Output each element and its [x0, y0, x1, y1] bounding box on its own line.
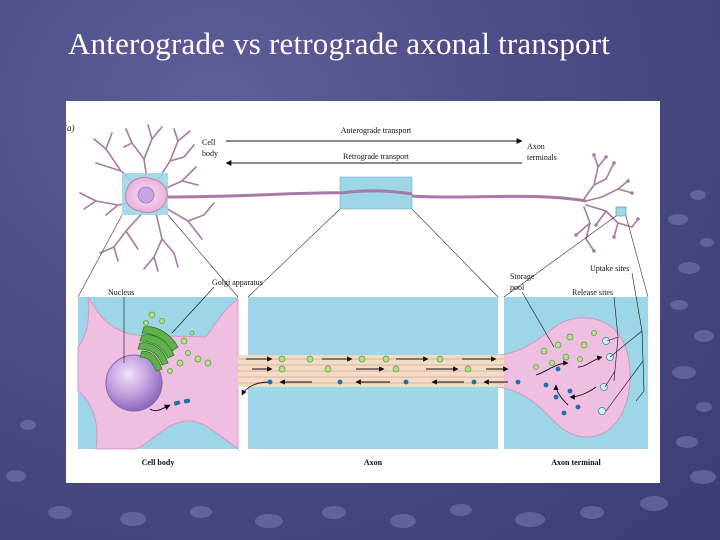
uptake-sites-callout: Uptake sites	[590, 264, 629, 273]
zoom-guide-lines	[77, 208, 649, 298]
dendrite-tips	[574, 153, 640, 253]
background-dot	[390, 514, 416, 528]
axonal-transport-figure: (a) Cell body Axon terminals Anterograde…	[66, 101, 660, 483]
nucleus-callout: Nucleus	[108, 288, 134, 297]
cell-body-panel: Cell body	[77, 296, 239, 467]
background-dot	[322, 506, 346, 519]
axon-terminal-panel: Axon terminal	[497, 297, 648, 467]
background-dot	[696, 402, 712, 412]
cell-body-label-line1: Cell	[202, 138, 216, 147]
anterograde-vesicles	[278, 355, 472, 373]
cell-body-label-line2: body	[202, 149, 218, 158]
background-dot	[700, 238, 714, 247]
background-dot	[678, 262, 700, 274]
terminal-zoom-box	[615, 206, 627, 217]
axon-terminals-label-line1: Axon	[527, 142, 545, 151]
background-dot	[6, 470, 26, 482]
background-dot	[190, 506, 212, 518]
background-dot	[580, 506, 604, 519]
callouts: Nucleus Golgi apparatus Storage pool Upt…	[108, 264, 645, 412]
golgi-callout: Golgi apparatus	[212, 278, 263, 287]
anterograde-label: Anterograde transport	[341, 126, 412, 135]
background-dot	[20, 420, 36, 430]
background-dot	[670, 300, 688, 310]
background-dot	[690, 190, 706, 200]
axon-terminal-panel-label: Axon terminal	[551, 458, 601, 467]
background-dot	[640, 496, 668, 511]
background-dot	[450, 504, 472, 516]
golgi-vesicles	[143, 311, 212, 374]
cell-body-panel-label: Cell body	[142, 458, 175, 467]
axonal-transport-diagram: (a) Cell body Axon terminals Anterograde…	[66, 123, 649, 467]
axon-zoom-segment	[339, 189, 413, 196]
background-dot	[672, 366, 696, 379]
retrieved-vesicles	[543, 366, 581, 416]
background-dot	[120, 512, 146, 526]
axon-transport-tracks	[238, 355, 521, 396]
retrograde-label: Retrograde transport	[343, 152, 410, 161]
background-dot	[515, 512, 545, 527]
background-dot	[668, 214, 688, 225]
background-dot	[676, 436, 698, 448]
axon-terminals-label-line2: terminals	[527, 153, 557, 162]
storage-pool-vesicles	[533, 330, 597, 370]
background-dot	[690, 470, 716, 484]
storage-pool-callout-line2: pool	[510, 283, 525, 292]
golgi-apparatus	[137, 326, 179, 372]
retrograde-vesicles	[267, 379, 521, 385]
release-sites-callout: Release sites	[572, 288, 613, 297]
nucleus	[105, 354, 163, 412]
background-dot	[694, 330, 714, 342]
anterograde-vesicle-arrows	[246, 356, 509, 372]
axon-terminal-bulb	[497, 317, 631, 438]
background-dot	[255, 514, 283, 528]
background-dot	[48, 506, 72, 519]
panel-label: (a)	[66, 123, 75, 133]
slide-title: Anterograde vs retrograde axonal transpo…	[68, 26, 611, 61]
retrograde-vesicle-arrows	[241, 379, 508, 396]
terminal-flow-arrows	[535, 355, 603, 406]
soma-nucleus	[137, 186, 155, 204]
axon-panel-label: Axon	[364, 458, 383, 467]
storage-pool-callout-line1: Storage	[510, 272, 535, 281]
